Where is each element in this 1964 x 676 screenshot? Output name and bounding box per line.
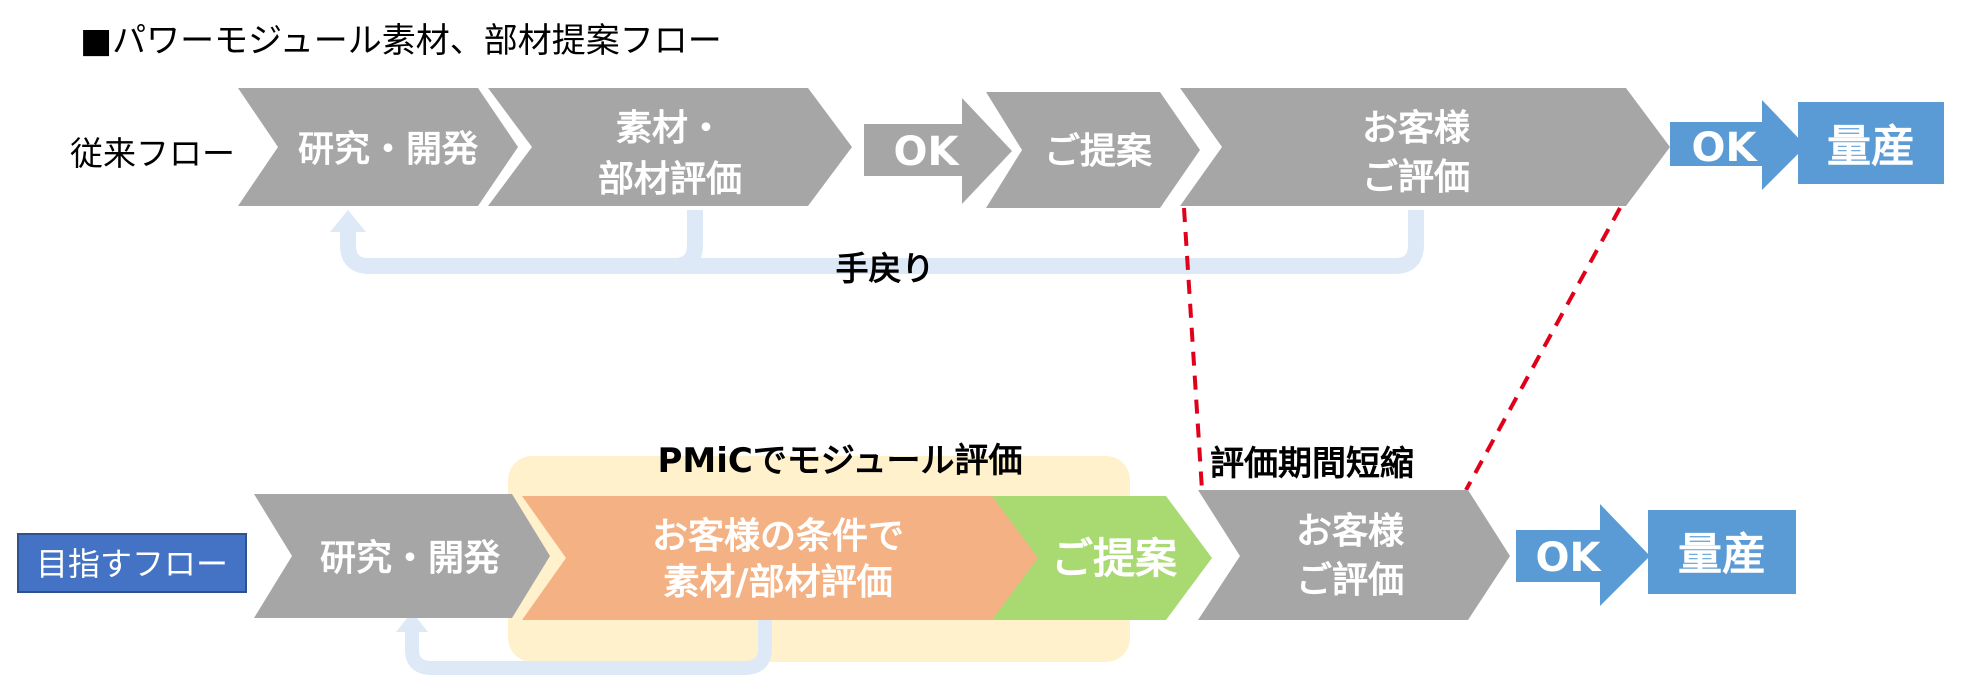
target-proposal-chevron <box>992 496 1212 620</box>
pmic-label: PMiCでモジュール評価 <box>658 441 1023 481</box>
customer-eval-label-line2: ご評価 <box>1362 157 1470 198</box>
target-mass-production-box <box>1648 510 1796 594</box>
target-ok-label: OK <box>1536 535 1603 581</box>
mass-production-box-1 <box>1798 102 1944 184</box>
shorten-dash-right <box>1464 207 1622 491</box>
customer-eval-chevron <box>1180 88 1670 206</box>
ok-arrow-2-label: OK <box>1692 125 1759 171</box>
target-proposal-label: ご提案 <box>1051 534 1178 583</box>
research-chevron <box>238 88 518 206</box>
rework-label: 手戻り <box>836 249 935 288</box>
material-eval-chevron <box>488 88 852 206</box>
research-step-label: 研究・開発 <box>298 129 479 170</box>
proposal-chevron <box>986 92 1200 208</box>
diagram-heading: ■パワーモジュール素材、部材提案フロー <box>80 21 722 61</box>
target-customer-eval-chevron <box>1198 490 1510 620</box>
ok-arrow-1 <box>864 98 1012 204</box>
shorten-dash-left <box>1182 207 1204 491</box>
target-customer-eval-line2: ご評価 <box>1296 560 1404 601</box>
target-eval-label-line1: お客様の条件で <box>652 516 904 557</box>
target-customer-eval-line1: お客様 <box>1296 511 1405 552</box>
target-flow-label: 目指すフロー <box>36 545 228 583</box>
material-eval-label-line1: 素材・ <box>616 108 724 149</box>
rework-arrowhead <box>330 210 366 232</box>
conventional-flow-label: 従来フロー <box>70 134 235 173</box>
target-flow-button <box>17 533 247 593</box>
ok-arrow-2 <box>1670 100 1806 190</box>
rework-arrow-branch <box>673 210 703 274</box>
material-eval-label-line2: 部材評価 <box>598 159 742 200</box>
rework-arrow <box>330 210 1424 274</box>
target-research-chevron <box>254 494 550 618</box>
target-eval-label-line2: 素材/部材評価 <box>663 562 892 603</box>
target-mass-production-label: 量産 <box>1678 529 1766 580</box>
target-rework-arrowhead <box>396 612 428 632</box>
proposal-step-label: ご提案 <box>1044 131 1153 172</box>
target-eval-chevron <box>522 496 1040 620</box>
ok-arrow-1-label: OK <box>894 129 961 175</box>
target-rework-arrow <box>396 612 772 675</box>
mass-production-label-1: 量産 <box>1827 121 1915 172</box>
rework-arrow-line <box>340 210 1424 274</box>
shorten-label: 評価期間短縮 <box>1210 444 1414 484</box>
target-research-label: 研究・開発 <box>320 538 501 579</box>
target-rework-line <box>405 620 772 675</box>
customer-eval-label-line1: お客様 <box>1362 108 1471 149</box>
target-ok-arrow <box>1516 504 1650 606</box>
